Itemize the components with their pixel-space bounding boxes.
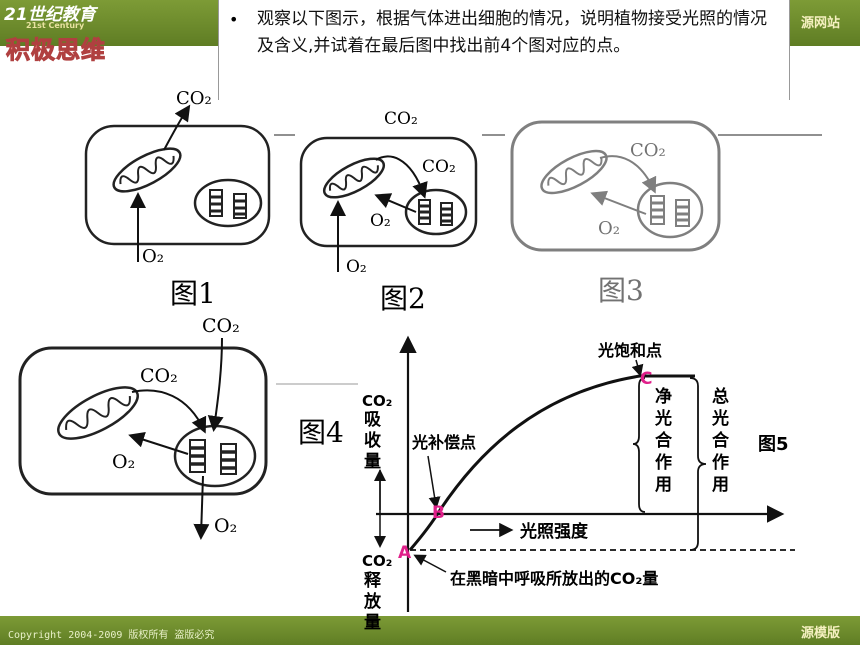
- y-top-label-line4: 量: [364, 451, 381, 472]
- point-b-label: B: [432, 503, 445, 523]
- copyright-text: Copyright 2004-2009 版权所有 盗版必究: [8, 630, 215, 641]
- co2-out-arrow: [163, 104, 191, 151]
- figure-1-label: 图1: [170, 277, 216, 310]
- y-bottom-label-line4: 量: [364, 612, 381, 633]
- y-bottom-label-line1: CO₂: [362, 552, 392, 570]
- y-bottom-label-line3: 放: [363, 591, 382, 612]
- co2-in-arrow: [207, 337, 224, 432]
- co2-top-label: CO₂: [384, 109, 418, 129]
- point-a-label: A: [398, 543, 412, 563]
- co2-top-label: CO₂: [202, 315, 240, 337]
- mitochondrion-icon: [540, 149, 608, 195]
- co2-mid-label: CO₂: [422, 157, 456, 177]
- chloroplast-icon: [404, 188, 468, 236]
- point-c-label: C: [640, 369, 652, 389]
- compensation-pointer: [427, 455, 441, 509]
- co2-transfer-arrow: [131, 389, 207, 434]
- total-photosynthesis-brace: [689, 377, 707, 551]
- net-label-5: 用: [655, 475, 672, 495]
- footer-bar: [0, 616, 860, 645]
- o2-label: O₂: [142, 246, 164, 267]
- site-logo: 21世纪教育 21st Century: [4, 0, 96, 30]
- o2-bottom-label: O₂: [346, 257, 367, 277]
- y-bottom-label-line2: 释: [364, 570, 382, 591]
- chloroplast-icon: [173, 424, 257, 488]
- mitochondrion-icon: [57, 386, 139, 440]
- y-top-label-line3: 收: [364, 430, 381, 451]
- o2-mid-label: O₂: [370, 211, 391, 231]
- cell-outline: [510, 120, 721, 252]
- total-label-2: 光: [711, 408, 729, 429]
- net-photosynthesis-brace: [632, 377, 646, 513]
- cell-outline: [18, 346, 268, 496]
- co2-transfer-arrow: [375, 155, 428, 199]
- net-label-1: 净: [655, 386, 672, 407]
- header-site-name: 源网站: [800, 16, 840, 31]
- total-label-4: 作: [712, 452, 729, 473]
- section-title: 积极思维: [6, 36, 106, 65]
- light-compensation-label: 光补偿点: [411, 433, 476, 452]
- y-top-label-line1: CO₂: [362, 392, 392, 410]
- dark-respiration-label: 在黑暗中呼吸所放出的CO₂量: [450, 569, 658, 588]
- co2-mid-label: CO₂: [140, 365, 178, 387]
- saturation-pointer: [631, 359, 644, 377]
- co2-label: CO₂: [176, 88, 212, 109]
- net-label-2: 光: [654, 408, 672, 429]
- photosynthesis-curve: [408, 374, 695, 551]
- y-top-label-line2: 吸: [364, 410, 382, 430]
- light-saturation-label: 光饱和点: [597, 341, 662, 360]
- o2-left-label: O₂: [112, 451, 135, 473]
- o2-transfer-arrow: [128, 432, 189, 455]
- net-label-3: 合: [655, 430, 673, 451]
- o2-bottom-label: O₂: [214, 515, 237, 537]
- total-label-5: 用: [712, 475, 729, 495]
- figure-2: CO₂ CO₂ O₂ O₂ 图2: [299, 109, 478, 315]
- figure-5-graph: CO₂ 吸 收 量 CO₂ 释 放 量 光饱和点 光补偿点 光照强度 在黑暗中呼…: [362, 335, 795, 633]
- figure-3: CO₂ O₂ 图3: [510, 120, 721, 307]
- figure-5-label: 图5: [758, 434, 789, 455]
- o2-label: O₂: [598, 218, 620, 239]
- figure-2-label: 图2: [380, 282, 426, 315]
- instruction-text: 观察以下图示，根据气体进出细胞的情况，说明植物接受光照的情况及含义,并试着在最后…: [257, 9, 767, 56]
- co2-label: CO₂: [630, 140, 666, 161]
- figure-1: CO₂ O₂ 图1: [84, 88, 271, 310]
- instruction-box: • 观察以下图示，根据气体进出细胞的情况，说明植物接受光照的情况及含义,并试着在…: [218, 0, 790, 100]
- cell-outline: [299, 136, 478, 248]
- co2-transfer-arrow: [599, 155, 657, 194]
- mitochondrion-icon: [322, 157, 386, 199]
- chloroplast-icon: [636, 181, 704, 239]
- figure-3-label: 图3: [598, 274, 644, 307]
- o2-out-arrow: [193, 475, 210, 540]
- respiration-pointer: [413, 554, 447, 573]
- x-axis-label: 光照强度: [519, 521, 589, 542]
- logo-text: 21世纪教育: [4, 5, 96, 25]
- bullet-icon: •: [229, 10, 239, 29]
- total-label-3: 合: [712, 430, 730, 451]
- o2-transfer-arrow: [374, 193, 417, 213]
- net-label-4: 作: [655, 452, 672, 473]
- o2-transfer-arrow: [590, 190, 647, 215]
- logo-sub: 21st Century: [26, 21, 85, 30]
- footer-site-name: 源模版: [800, 626, 840, 641]
- figure-4: CO₂ CO₂ O₂ O₂ 图4: [18, 315, 344, 540]
- mitochondrion-icon: [112, 147, 182, 193]
- figure-4-label: 图4: [298, 416, 344, 449]
- chloroplast-icon: [193, 178, 263, 228]
- total-label-1: 总: [712, 386, 729, 407]
